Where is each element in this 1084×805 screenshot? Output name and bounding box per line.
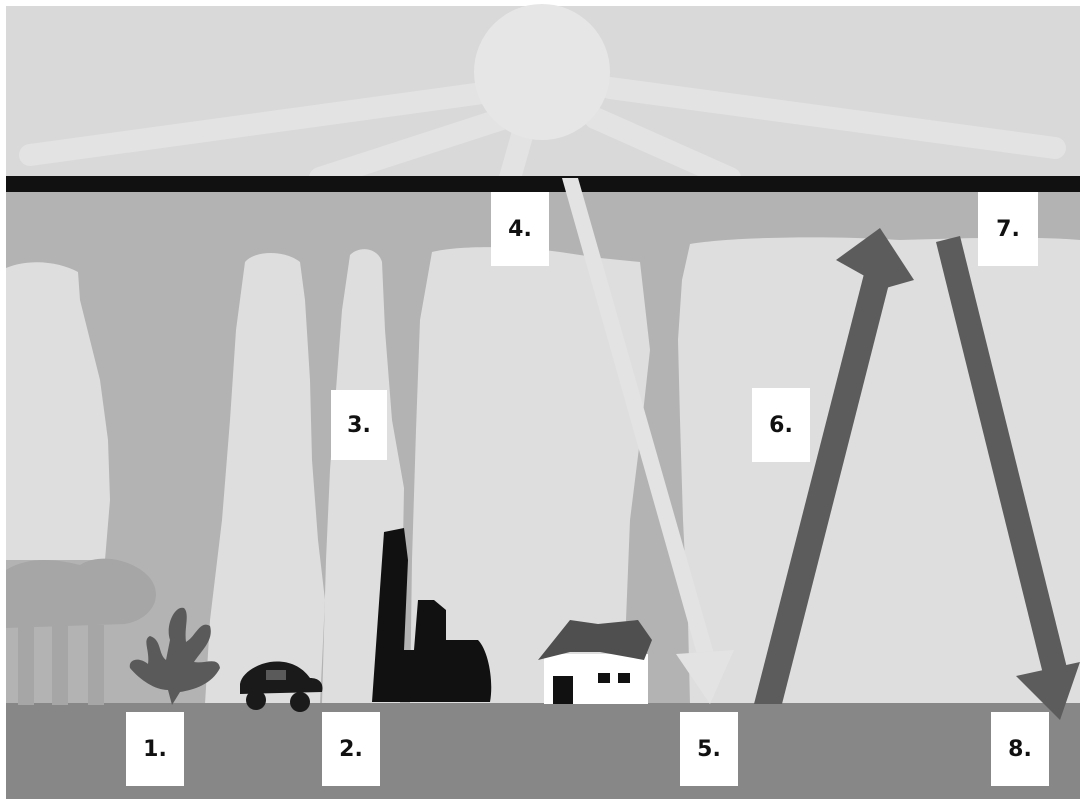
label-8: 8.: [991, 712, 1049, 786]
label-4: 4.: [491, 192, 549, 266]
label-7: 7.: [978, 192, 1038, 266]
label-1: 1.: [126, 712, 184, 786]
label-6: 6.: [752, 388, 810, 462]
sun: [474, 4, 610, 140]
car-window: [266, 670, 286, 680]
label-3: 3.: [331, 390, 387, 460]
atmosphere-band: [6, 176, 1080, 192]
label-5: 5.: [680, 712, 738, 786]
label-2: 2.: [322, 712, 380, 786]
